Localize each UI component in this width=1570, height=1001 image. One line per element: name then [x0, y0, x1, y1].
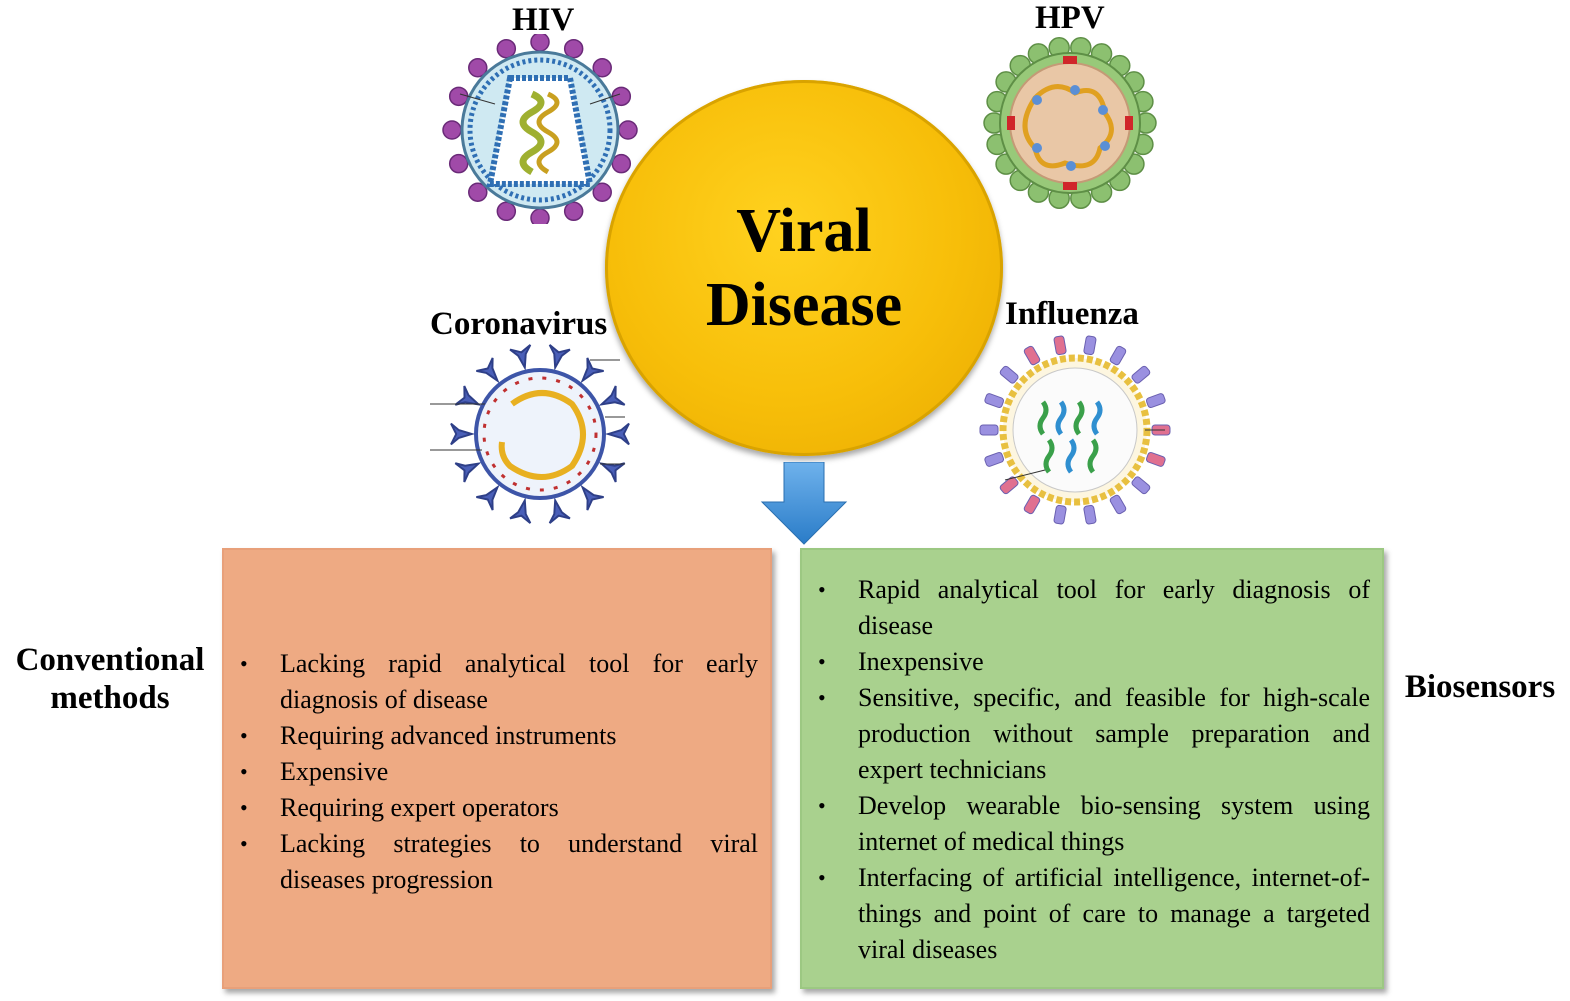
viral-disease-circle: Viral Disease [605, 80, 1003, 456]
hiv-label: HIV [512, 2, 575, 38]
hpv-virus-illustration [983, 37, 1157, 209]
list-item: •Sensitive, specific, and feasible for h… [818, 683, 1370, 784]
coronavirus-label: Coronavirus [430, 306, 608, 342]
biosensors-title: Biosensors [1404, 669, 1556, 705]
list-item: •Lacking rapid analytical tool for early… [240, 649, 758, 714]
list-item: •Expensive [240, 757, 389, 786]
center-title-line1: Viral [736, 196, 872, 265]
coronavirus-illustration [430, 344, 630, 524]
conventional-methods-box: •Lacking rapid analytical tool for early… [222, 548, 772, 989]
list-item: •Requiring advanced instruments [240, 721, 617, 750]
center-title: Viral Disease [706, 194, 902, 343]
conventional-methods-title: Conventional methods [2, 641, 218, 717]
biosensors-box: •Rapid analytical tool for early diagnos… [800, 548, 1384, 989]
biosensors-points-list: •Rapid analytical tool for early diagnos… [818, 572, 1370, 968]
list-item: •Develop wearable bio-sensing system usi… [818, 791, 1370, 856]
list-item: •Requiring expert operators [240, 793, 559, 822]
influenza-label: Influenza [1005, 296, 1139, 332]
list-item: •Interfacing of artificial intelligence,… [818, 863, 1370, 964]
list-item: •Lacking strategies to understand viral … [240, 829, 758, 894]
hiv-virus-illustration [442, 34, 638, 224]
down-arrow-icon [760, 462, 848, 545]
center-title-line2: Disease [705, 271, 903, 339]
list-item: •Inexpensive [818, 647, 984, 676]
conventional-title-line1: Conventional [15, 642, 205, 678]
influenza-illustration [979, 335, 1171, 525]
list-item: •Rapid analytical tool for early diagnos… [818, 575, 1370, 640]
conventional-points-list: •Lacking rapid analytical tool for early… [240, 646, 758, 898]
conventional-title-line2: methods [50, 680, 170, 716]
hpv-label: HPV [1035, 0, 1105, 36]
